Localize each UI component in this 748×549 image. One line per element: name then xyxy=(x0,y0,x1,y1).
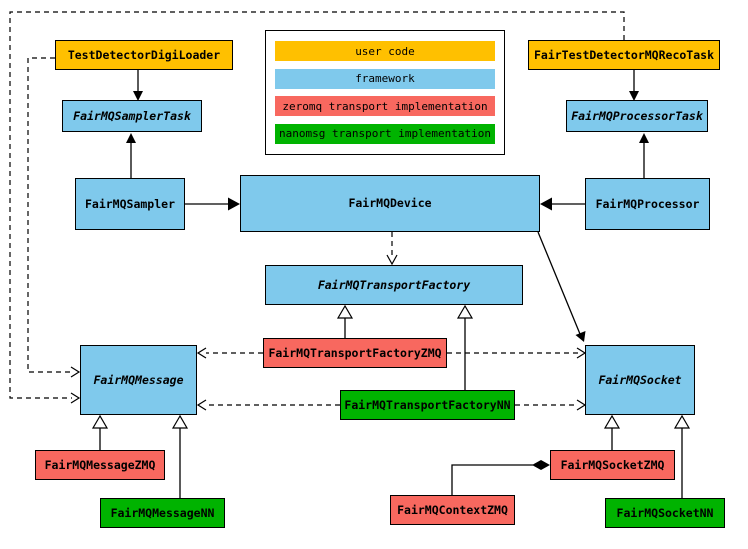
class-box-fairmqprocessortask: FairMQProcessorTask xyxy=(566,100,708,132)
class-box-fairmqprocessor: FairMQProcessor xyxy=(585,178,710,230)
class-box-fairmqmessage: FairMQMessage xyxy=(80,345,197,415)
class-box-fairmqsocket: FairMQSocket xyxy=(585,345,695,415)
class-box-fairmqcontextzmq: FairMQContextZMQ xyxy=(390,495,515,525)
class-box-fairmqsocketnn: FairMQSocketNN xyxy=(605,498,725,528)
composition-diamond-icon xyxy=(532,460,550,470)
legend-item-framework: framework xyxy=(275,68,495,89)
legend-item-user-code: user code xyxy=(275,41,495,62)
class-box-fairmqsamplertask: FairMQSamplerTask xyxy=(62,100,202,132)
class-box-fairmqmessagezmq: FairMQMessageZMQ xyxy=(35,450,165,480)
class-box-fairmqtransportfactory: FairMQTransportFactory xyxy=(265,265,523,305)
class-box-fairtestdetectormqrecotask: FairTestDetectorMQRecoTask xyxy=(528,40,720,70)
association-arrowhead-icons xyxy=(126,91,649,342)
legend-item-nanomsg: nanomsg transport implementation xyxy=(275,123,495,144)
composition-edge xyxy=(451,460,550,495)
class-box-fairmqdevice: FairMQDevice xyxy=(240,175,540,232)
association-edges xyxy=(130,70,645,335)
class-box-fairmqsampler: FairMQSampler xyxy=(75,178,185,230)
class-box-fairmqsocketzmq: FairMQSocketZMQ xyxy=(550,450,675,480)
inheritance-arrowhead-hollow-icons xyxy=(91,304,691,429)
class-box-fairmqtransportfactorynn: FairMQTransportFactoryNN xyxy=(340,390,515,420)
dependency-edges xyxy=(9,11,625,406)
class-box-testdetectordigiloader: TestDetectorDigiLoader xyxy=(55,40,233,70)
class-box-fairmqtransportfactoryzmq: FairMQTransportFactoryZMQ xyxy=(263,338,447,368)
class-box-fairmqmessagenn: FairMQMessageNN xyxy=(100,498,225,528)
legend: user code framework zeromq transport imp… xyxy=(265,30,505,155)
inheritance-arrowhead-filled-icons xyxy=(228,197,552,211)
legend-item-zeromq: zeromq transport implementation xyxy=(275,96,495,117)
